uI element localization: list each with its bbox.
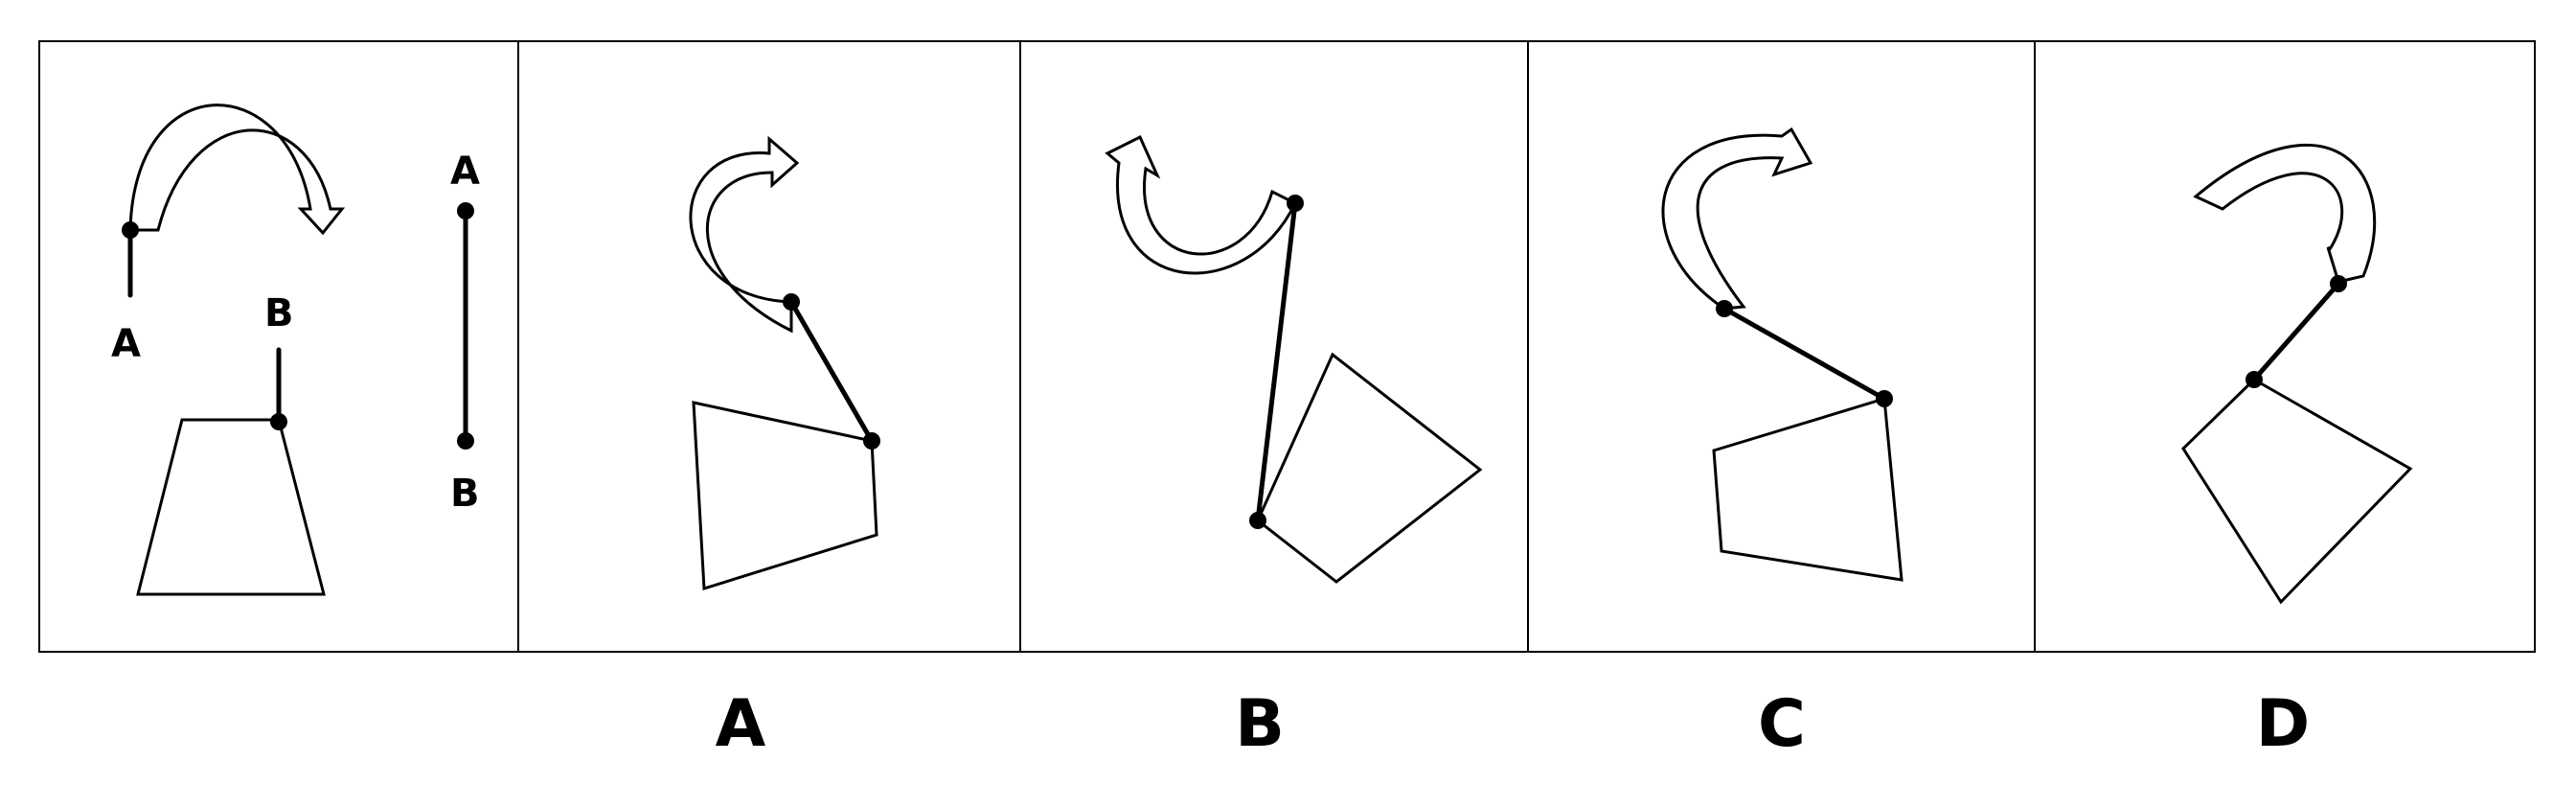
option-label-c: C	[1758, 686, 1806, 762]
arrow-end-dot	[1716, 300, 1733, 317]
quadrilateral-shape	[1256, 352, 1483, 584]
segment-top-dot	[457, 202, 474, 219]
trapezoid-shape	[136, 418, 326, 596]
quadrilateral-shape	[692, 401, 878, 591]
option-label-a: A	[716, 686, 766, 762]
option-label-d: D	[2256, 686, 2310, 762]
shape-vertex-dot	[1876, 390, 1893, 407]
quadrilateral-shape	[1712, 397, 1904, 582]
option-c-figure	[1661, 127, 1904, 582]
shape-vertex-dot	[2245, 371, 2263, 388]
quadrilateral-shape	[2181, 378, 2413, 605]
segment-bottom-dot	[457, 432, 474, 450]
curved-arrow-icon	[2193, 143, 2377, 284]
arrow-end-dot	[1287, 195, 1304, 212]
curved-arrow-icon	[128, 104, 346, 236]
question-panel: A B A B	[111, 104, 480, 596]
shape-vertex-dot	[863, 432, 880, 450]
option-b-figure	[1105, 134, 1483, 584]
option-label-b: B	[1235, 686, 1285, 762]
option-a-figure	[689, 135, 880, 591]
point-a-label: A	[111, 322, 141, 366]
connector-segment	[1721, 306, 1887, 402]
shape-vertex-dot	[1249, 512, 1266, 529]
arrow-end-dot	[2330, 275, 2347, 292]
curved-arrow-icon	[689, 135, 800, 334]
curved-arrow-icon	[1661, 127, 1813, 311]
curved-arrow-icon	[1105, 134, 1297, 275]
arrow-end-dot	[783, 293, 800, 311]
point-b-label: B	[264, 291, 294, 335]
connector-segment	[1255, 200, 1298, 523]
connector-segment	[788, 299, 875, 444]
connector-segment	[2251, 281, 2341, 382]
option-d-figure	[2181, 143, 2413, 605]
point-a-dot	[122, 221, 139, 239]
segment-bottom-label: B	[450, 472, 480, 516]
segment-top-label: A	[450, 150, 480, 194]
panel-frame	[38, 40, 2536, 653]
point-b-dot	[270, 413, 287, 430]
